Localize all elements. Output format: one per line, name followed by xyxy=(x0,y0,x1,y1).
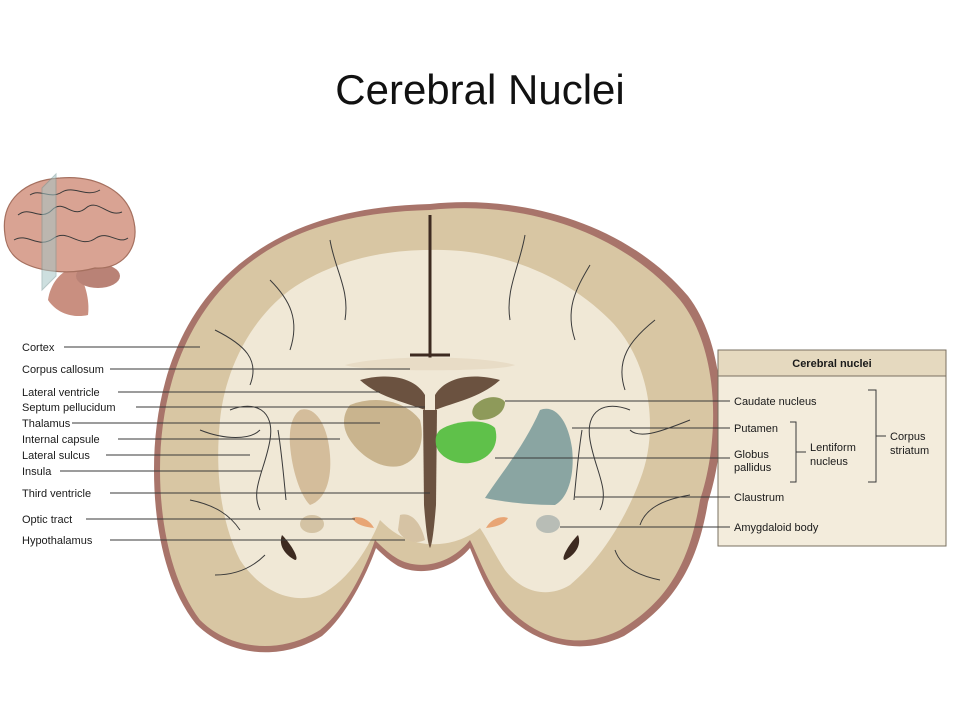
label-claustrum: Claustrum xyxy=(734,492,784,504)
label-hypothalamus: Hypothalamus xyxy=(22,535,93,547)
label-putamen: Putamen xyxy=(734,423,778,435)
label-corpus-callosum: Corpus callosum xyxy=(22,364,104,376)
label-pallidus: pallidus xyxy=(734,462,772,474)
label-third-ventricle: Third ventricle xyxy=(22,488,91,500)
label-cortex: Cortex xyxy=(22,342,55,354)
label-optic-tract: Optic tract xyxy=(22,514,72,526)
cerebral-nuclei-legend: Cerebral nuclei Caudate nucleus Putamen … xyxy=(495,349,947,547)
label-globus: Globus xyxy=(734,449,769,461)
label-lateral-ventricle: Lateral ventricle xyxy=(22,387,100,399)
label-corpus: Corpus xyxy=(890,431,926,443)
label-lentiform: Lentiform xyxy=(810,442,856,454)
label-striatum: striatum xyxy=(890,445,929,457)
label-thalamus: Thalamus xyxy=(22,418,71,430)
label-insula: Insula xyxy=(22,466,52,478)
label-amygdaloid-body: Amygdaloid body xyxy=(734,522,819,534)
label-internal-capsule: Internal capsule xyxy=(22,434,100,446)
label-caudate-nucleus: Caudate nucleus xyxy=(734,396,817,408)
label-lateral-sulcus: Lateral sulcus xyxy=(22,450,90,462)
label-septum-pellucidum: Septum pellucidum xyxy=(22,402,116,414)
left-labels: Cortex Corpus callosum Lateral ventricle… xyxy=(22,342,430,547)
coronal-brain-section xyxy=(154,202,722,653)
label-nucleus: nucleus xyxy=(810,456,848,468)
slide-title: Cerebral Nuclei xyxy=(335,66,625,113)
orientation-brain-icon xyxy=(3,172,136,317)
legend-header: Cerebral nuclei xyxy=(792,358,871,370)
